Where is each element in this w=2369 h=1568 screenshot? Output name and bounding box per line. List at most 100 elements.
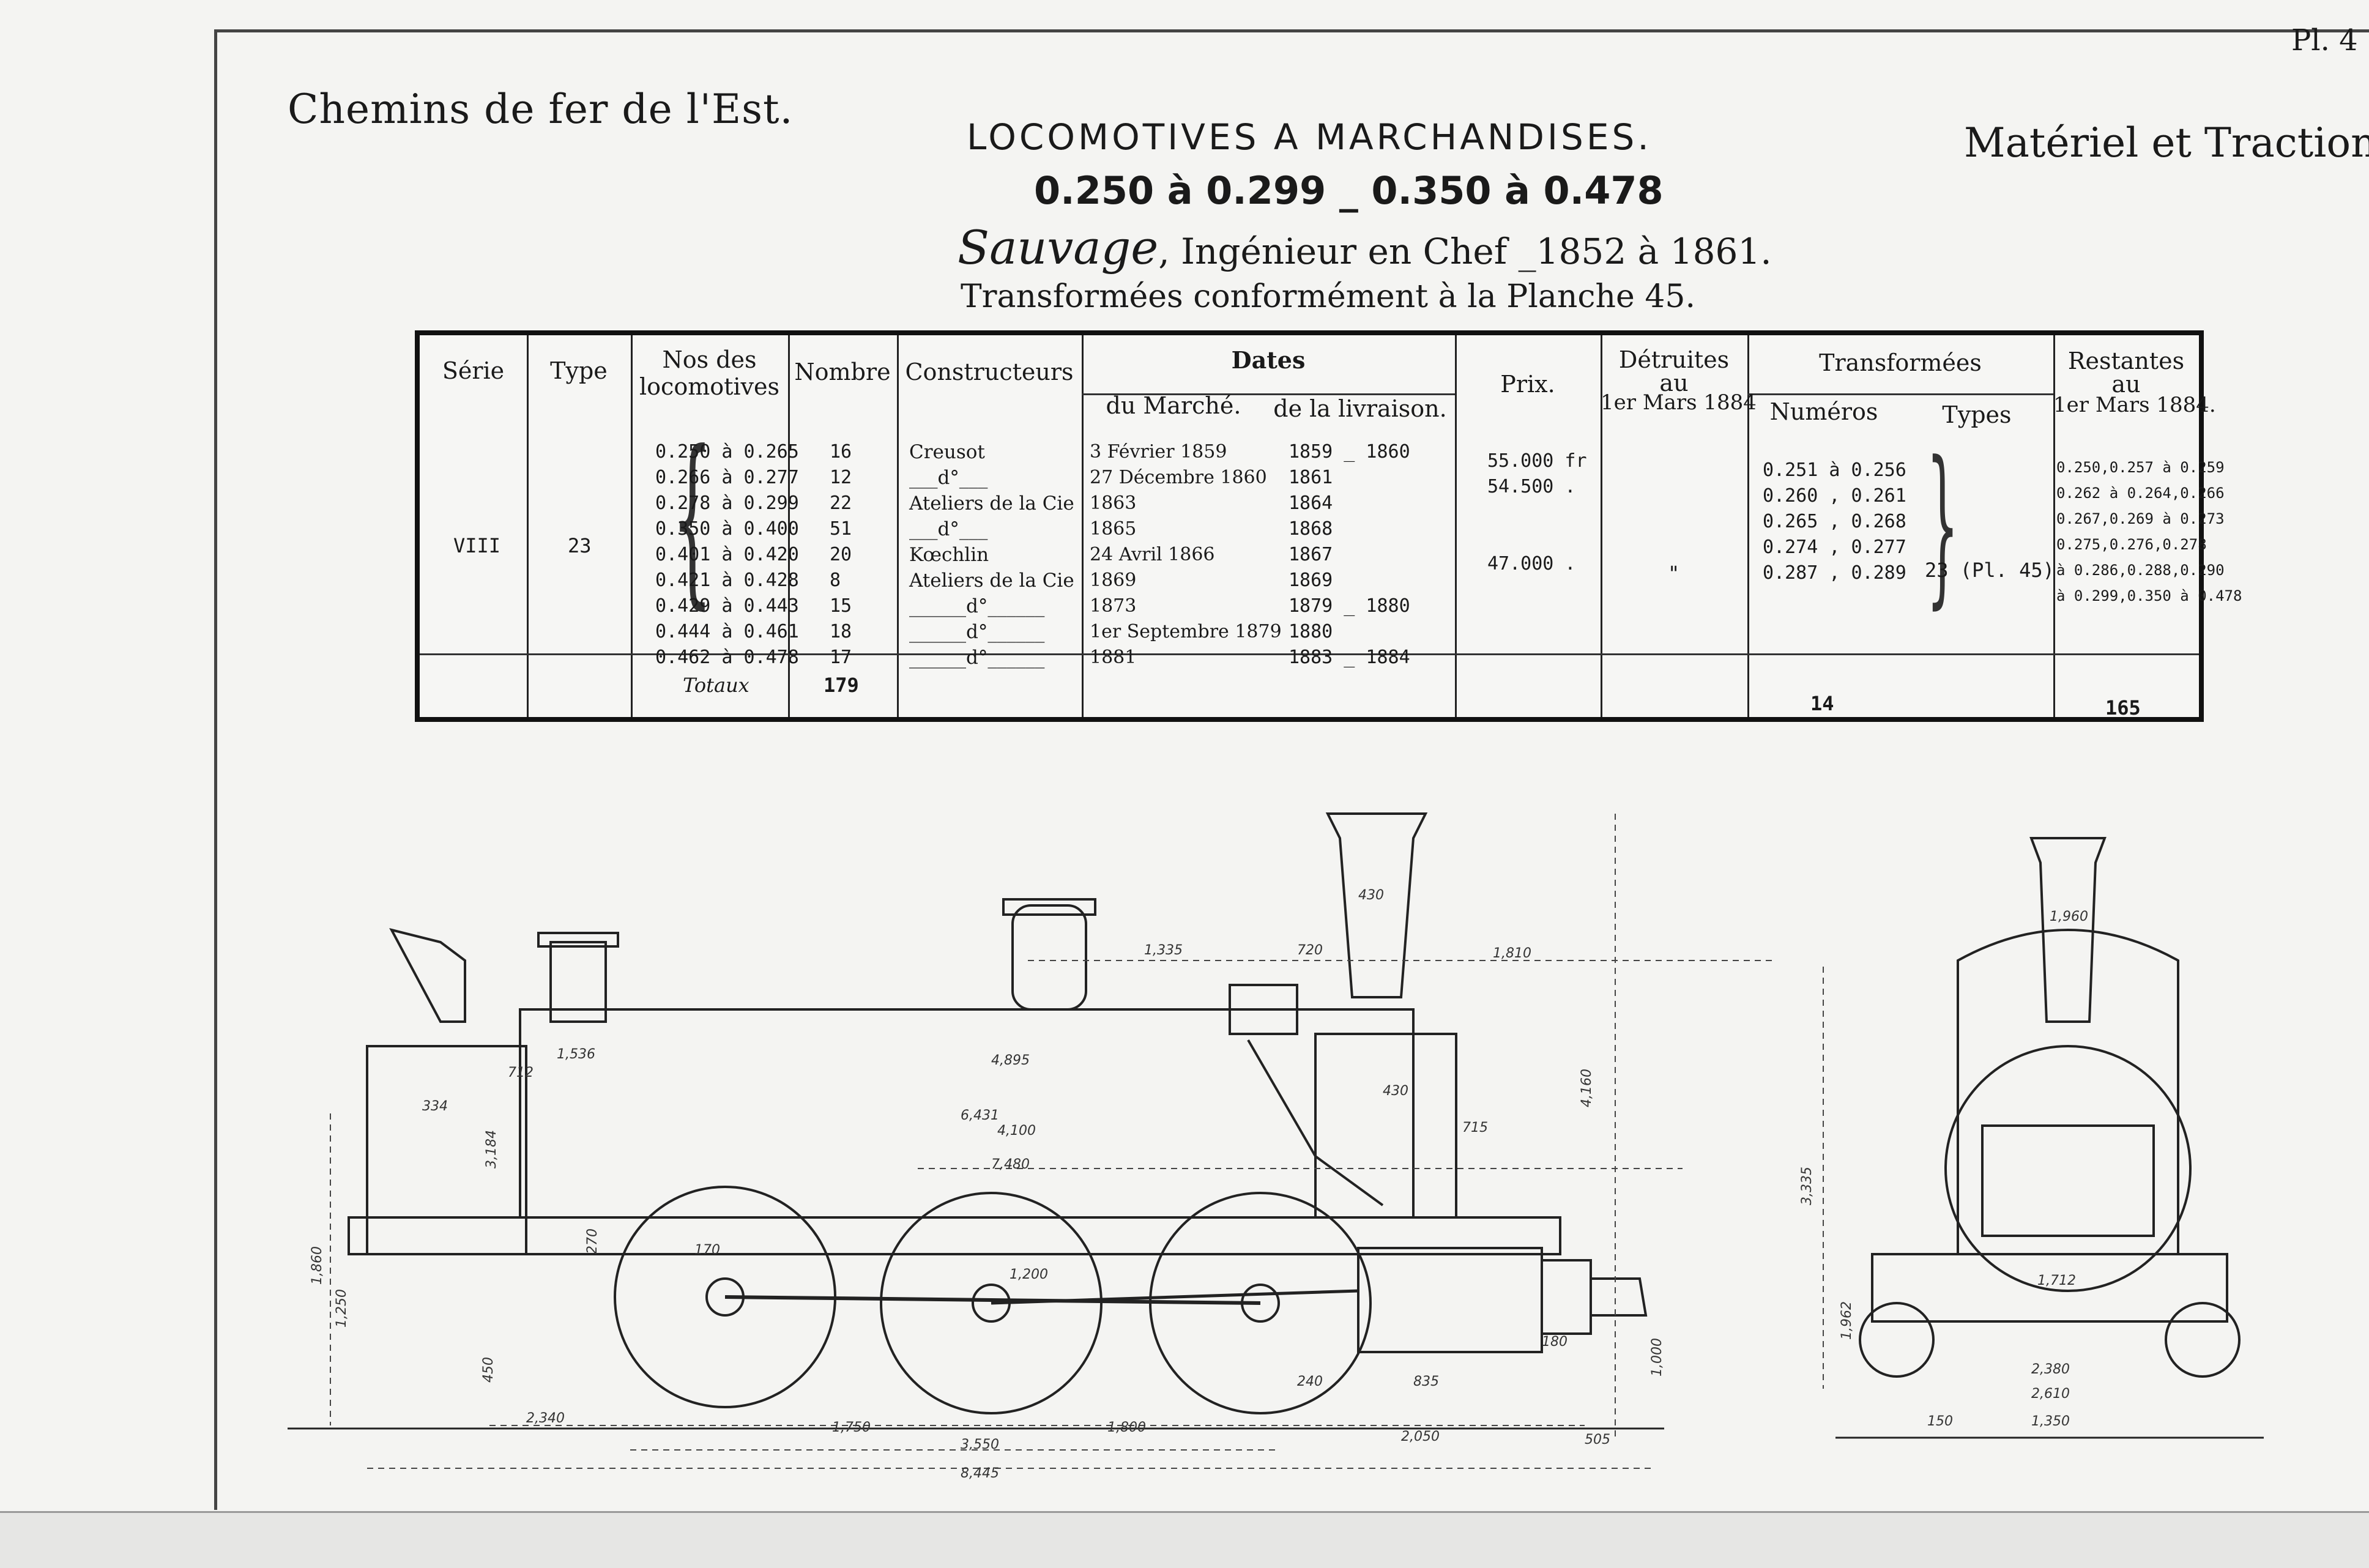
bottom-strip [0, 1511, 2369, 1568]
dimension-labels: 4,160 3,335 1,810 1,335 720 430 430 715 … [310, 888, 2088, 1481]
whistle-mount [389, 927, 466, 1023]
title-main: LOCOMOTIVES A MARCHANDISES. [967, 116, 1652, 158]
col-divider [1082, 335, 1084, 717]
dim-label: 430 [1383, 1083, 1408, 1099]
front-buffer-right [2165, 1302, 2241, 1378]
constructeurs-column: Creusot___d°___Ateliers de la Cie___d°__… [909, 439, 1074, 671]
locomotive-drawing: 4,160 3,335 1,810 1,335 720 430 430 715 … [288, 812, 2264, 1481]
prix-cell [1487, 526, 1587, 551]
constructeur-cell: Kœchlin [909, 544, 989, 566]
sandbox-cap [537, 932, 619, 948]
header-restantes-line2: au [2111, 371, 2141, 398]
cylinder [1357, 1247, 1543, 1353]
dim-label: 2,340 [526, 1411, 565, 1426]
nombre-cell: 20 [830, 544, 852, 565]
header-restantes-line3: 1er Mars 1884. [2053, 393, 2216, 417]
steam-dome [1011, 904, 1087, 1011]
dim-label: 4,895 [991, 1053, 1030, 1068]
dim-label: 240 [1297, 1374, 1323, 1389]
cell-serie: VIII [453, 534, 501, 557]
du-marche-cell: 3 Février 1859 [1090, 441, 1227, 463]
dim-label: 712 [508, 1065, 534, 1080]
nombre-cell: 8 [830, 570, 841, 591]
numeros-cell: 0.429 à 0.443 [655, 595, 799, 617]
col-divider [1601, 335, 1602, 717]
cab-tank [366, 1045, 527, 1255]
constructeur-cell: ___d°___ [909, 518, 988, 540]
buffer [1591, 1277, 1648, 1317]
transformees-numero-cell: 0.287 , 0.289 [1763, 562, 1906, 584]
side-elevation [288, 812, 1664, 1430]
col-divider [631, 335, 633, 717]
sandbox [549, 941, 607, 1023]
restantes-cell: 0.250,0.257 à 0.259 [2056, 459, 2225, 476]
engineer-details: , Ingénieur en Chef _1852 à 1861. [1158, 231, 1772, 272]
transformees-numero-cell: 0.274 , 0.277 [1763, 537, 1906, 558]
smokebox [1314, 1033, 1457, 1219]
header-type: Type [550, 357, 608, 384]
nombre-cell: 22 [830, 492, 852, 514]
dim-label: 715 [1462, 1120, 1488, 1135]
door-rail [1981, 1124, 2155, 1237]
dim-label: 430 [1358, 888, 1384, 903]
livraison-cell: 1864 [1289, 492, 1333, 514]
header-dates: Dates [1231, 346, 1306, 374]
front-chimney [2029, 837, 2107, 1023]
nombre-cell: 18 [830, 621, 852, 642]
du-marche-cell: 1er Septembre 1879 [1090, 621, 1282, 642]
dim-label: 835 [1413, 1374, 1439, 1389]
header-du-marche: du Marché. [1106, 392, 1241, 419]
constructeur-cell: Ateliers de la Cie [909, 492, 1074, 515]
dimension-lines [330, 814, 1824, 1469]
col-divider [527, 335, 529, 717]
header-prix: Prix. [1500, 371, 1555, 398]
totals-label: Totaux [683, 674, 749, 697]
col-divider [1455, 335, 1457, 717]
livraison-cell: 1879 _ 1880 [1289, 595, 1410, 617]
brace-numeros: { [672, 412, 713, 625]
transformees-subheader-line [1747, 393, 2053, 395]
header-t-types: Types [1942, 401, 2012, 428]
livraison-cell: 1869 [1289, 570, 1333, 591]
left-header: Chemins de fer de l'Est. [288, 86, 794, 133]
locomotive-table: Série Type Nos des locomotives Nombre Co… [415, 330, 2242, 722]
dim-label: 3,335 [1799, 1167, 1815, 1205]
dim-label: 1,250 [334, 1289, 349, 1328]
nombre-cell: 51 [830, 518, 852, 540]
dim-label: 3,550 [961, 1437, 999, 1452]
engineer-line: Sauvage, Ingénieur en Chef _1852 à 1861. [958, 220, 1772, 275]
livraison-cell: 1868 [1289, 518, 1333, 540]
constructeur-cell: ______d°______ [909, 647, 1045, 669]
du-marche-cell: 1865 [1090, 518, 1137, 540]
du-marche-cell: 1869 [1090, 570, 1137, 591]
du-marche-cell: 27 Décembre 1860 [1090, 467, 1267, 488]
numeros-cell: 0.401 à 0.420 [655, 544, 799, 565]
dim-label: 1,810 [1493, 946, 1531, 961]
col-divider [2053, 335, 2055, 717]
dim-label: 505 [1585, 1432, 1610, 1447]
header-serie: Série [442, 357, 505, 384]
constructeur-cell: ___d°___ [909, 467, 988, 489]
numeros-cell: 0.278 à 0.299 [655, 492, 799, 514]
chimney [1325, 812, 1428, 998]
livraison-cell: 1861 [1289, 467, 1333, 488]
steam-pipe [1247, 1039, 1384, 1206]
livraison-cell: 1883 _ 1884 [1289, 647, 1410, 668]
total-nombre: 179 [824, 674, 859, 697]
header-detruites-line2: au [1659, 370, 1689, 396]
restantes-cell: 0.275,0.276,0.278 [2056, 536, 2207, 553]
dim-label: 7,480 [991, 1157, 1030, 1172]
dim-label: 334 [422, 1099, 448, 1114]
restantes-cell: 0.267,0.269 à 0.273 [2056, 510, 2225, 527]
livraison-cell: 1880 [1289, 621, 1333, 642]
totals-line [420, 653, 2199, 655]
dim-label: 3,184 [484, 1130, 499, 1169]
numeros-cell: 0.250 à 0.265 [655, 441, 799, 463]
prix-cell: 54.500 . [1487, 476, 1576, 497]
constructeur-cell: Ateliers de la Cie [909, 570, 1074, 592]
